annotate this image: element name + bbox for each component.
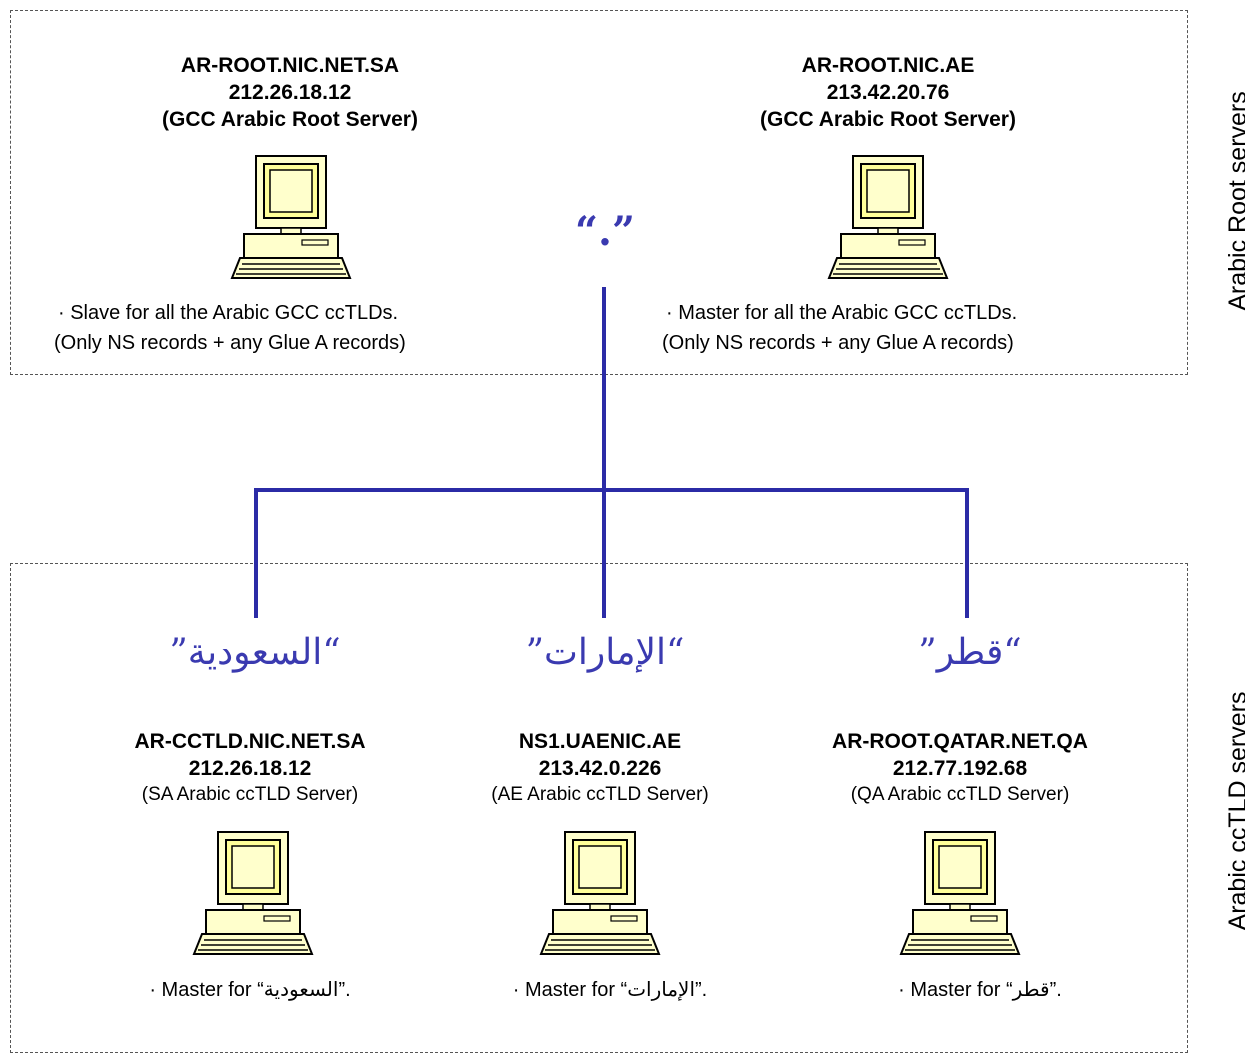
- note-line: (Only NS records + any Glue A records): [662, 332, 1014, 354]
- computer-icon: [823, 154, 953, 284]
- zone-label-qa: ”قطر“: [918, 632, 1022, 673]
- server-name: AR-ROOT.NIC.NET.SA: [180, 54, 400, 77]
- root-server-sa-note: · Slave for all the Arabic GCC ccTLDs. (…: [54, 298, 406, 358]
- side-label-root: Arabic Root servers: [1224, 91, 1245, 311]
- root-zone-label: “.”: [575, 208, 635, 255]
- arabic-root-servers-box: [10, 10, 1188, 375]
- server-ip: 212.77.192.68: [892, 757, 1028, 780]
- server-role: (AE Arabic ccTLD Server): [491, 784, 709, 805]
- zone-label-sa: ”السعودية“: [169, 632, 341, 673]
- server-role: (GCC Arabic Root Server): [162, 108, 418, 131]
- computer-icon: [188, 830, 318, 960]
- computer-icon: [535, 830, 665, 960]
- server-role: (GCC Arabic Root Server): [760, 108, 1016, 131]
- server-role: (SA Arabic ccTLD Server): [141, 784, 359, 805]
- root-server-ae-note: · Master for all the Arabic GCC ccTLDs. …: [662, 298, 1017, 358]
- server-ip: 212.26.18.12: [228, 81, 352, 104]
- note-line: (Only NS records + any Glue A records): [54, 332, 406, 354]
- cctld-server-ae: NS1.UAENIC.AE 213.42.0.226 (AE Arabic cc…: [430, 728, 770, 808]
- computer-icon: [226, 154, 356, 284]
- server-name: AR-ROOT.QATAR.NET.QA: [832, 730, 1088, 753]
- cctld-server-sa: AR-CCTLD.NIC.NET.SA 212.26.18.12 (SA Ara…: [80, 728, 420, 808]
- server-name: AR-CCTLD.NIC.NET.SA: [134, 730, 366, 753]
- server-role: (QA Arabic ccTLD Server): [850, 784, 1070, 805]
- side-label-cctld: Arabic ccTLD servers: [1224, 691, 1245, 931]
- server-ip: 213.42.20.76: [826, 81, 950, 104]
- computer-icon: [895, 830, 1025, 960]
- server-name: AR-ROOT.NIC.AE: [801, 54, 975, 77]
- server-name: NS1.UAENIC.AE: [518, 730, 682, 753]
- cctld-server-qa: AR-ROOT.QATAR.NET.QA 212.77.192.68 (QA A…: [790, 728, 1130, 808]
- root-server-sa: AR-ROOT.NIC.NET.SA 212.26.18.12 (GCC Ara…: [90, 52, 490, 133]
- note-line: · Slave for all the Arabic GCC ccTLDs.: [58, 302, 399, 324]
- cctld-server-sa-note: · Master for “السعودية”.: [149, 979, 351, 1001]
- cctld-server-ae-note: · Master for “الإمارات”.: [512, 979, 708, 1001]
- cctld-server-qa-note: · Master for “قطر”.: [898, 979, 1062, 1001]
- zone-label-ae: ”الإمارات“: [525, 632, 685, 673]
- server-ip: 213.42.0.226: [538, 757, 662, 780]
- note-line: · Master for all the Arabic GCC ccTLDs.: [666, 302, 1018, 324]
- server-ip: 212.26.18.12: [188, 757, 312, 780]
- root-server-ae: AR-ROOT.NIC.AE 213.42.20.76 (GCC Arabic …: [688, 52, 1088, 133]
